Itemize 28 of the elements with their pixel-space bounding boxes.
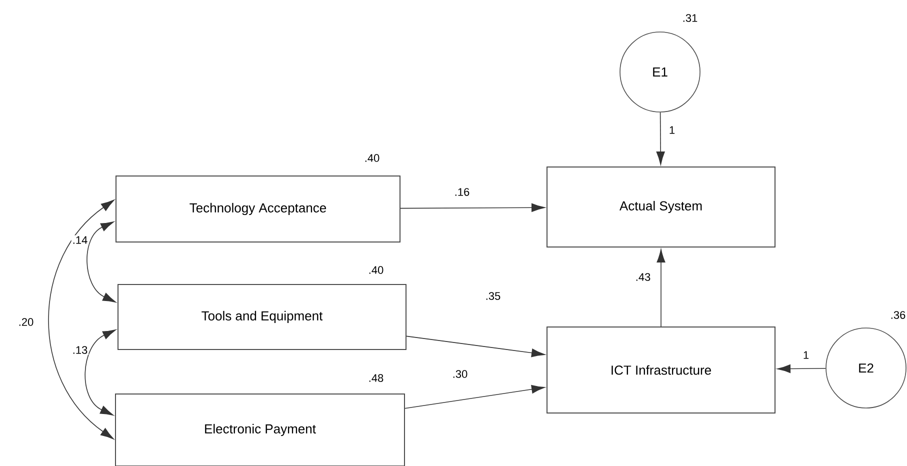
edge-label: 1: [668, 125, 676, 135]
variable-box: ICT Infrastructure: [546, 326, 776, 414]
estimate-label: .40: [369, 266, 384, 274]
edge-label: .20: [17, 317, 35, 327]
edge-label: .14: [71, 235, 89, 245]
edge-label: .16: [453, 187, 471, 197]
path-arrow: [406, 336, 545, 358]
correlation-arrow: [86, 221, 116, 303]
correlation-arrow: [84, 329, 116, 416]
path-arrow: [400, 203, 545, 212]
path-arrow: [404, 385, 545, 409]
edge-label: .43: [634, 272, 652, 282]
estimate-label: .36: [891, 311, 906, 319]
variable-box: Technology Acceptance: [116, 176, 400, 242]
path-arrow: [777, 364, 826, 374]
estimate-label: .40: [365, 154, 380, 162]
estimate-label: .31: [683, 14, 698, 22]
variable-box: Electronic Payment: [115, 394, 405, 466]
edge-label: 1: [802, 350, 810, 360]
variable-box: Tools and Equipment: [118, 284, 406, 350]
path-arrow: [656, 112, 665, 165]
variable-box: Actual System: [546, 166, 776, 248]
path-arrow: [656, 249, 666, 327]
edge-label: .13: [71, 345, 89, 355]
estimate-label: .48: [369, 374, 384, 382]
correlation-arrow: [48, 200, 114, 440]
edge-label: .35: [484, 291, 502, 301]
edge-label: .30: [451, 369, 469, 379]
